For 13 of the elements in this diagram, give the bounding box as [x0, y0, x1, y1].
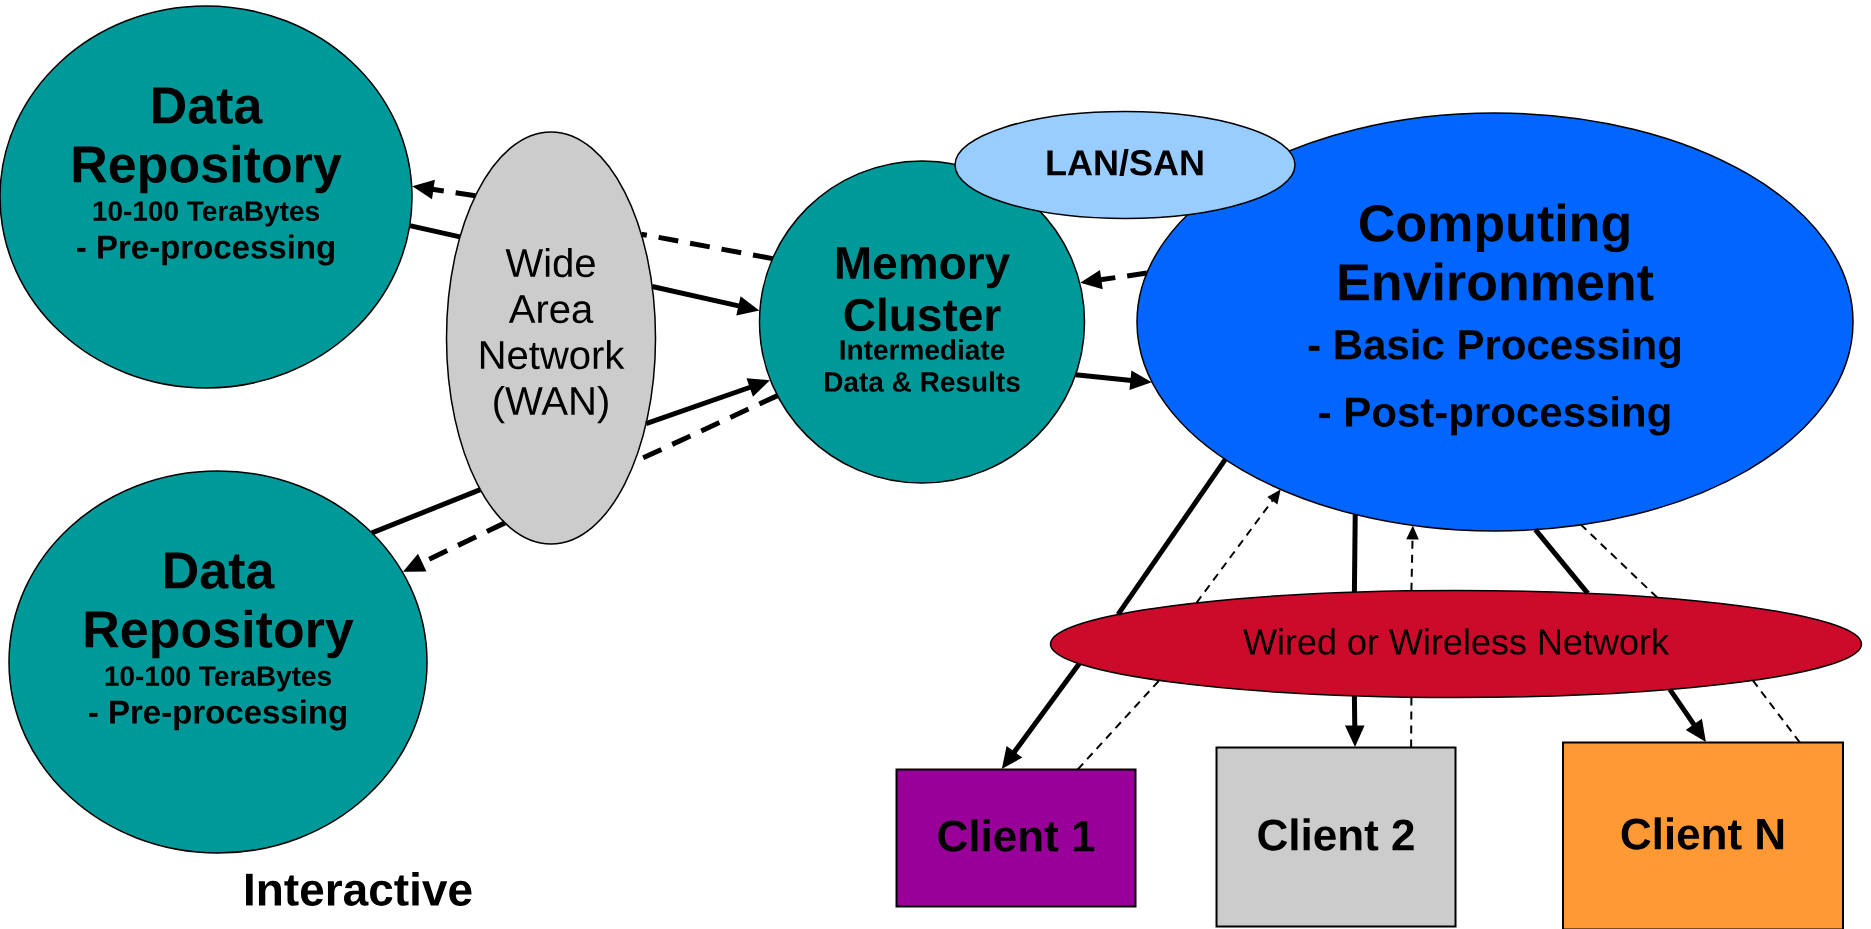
connector-line: [1410, 696, 1413, 749]
connector-line: [1580, 523, 1659, 599]
connector-line: [1116, 458, 1228, 616]
connector-line: [1533, 528, 1590, 595]
connector-line: [409, 223, 461, 240]
connector-line: [371, 487, 482, 536]
connector-line: [1076, 679, 1161, 771]
client-box: Client 2: [1215, 746, 1457, 928]
connector-line: [1751, 679, 1801, 744]
connector-line: [640, 231, 774, 262]
client-box: Client N: [1562, 741, 1844, 929]
connector-line: [1351, 514, 1358, 593]
client-box: Client 1: [895, 768, 1137, 908]
